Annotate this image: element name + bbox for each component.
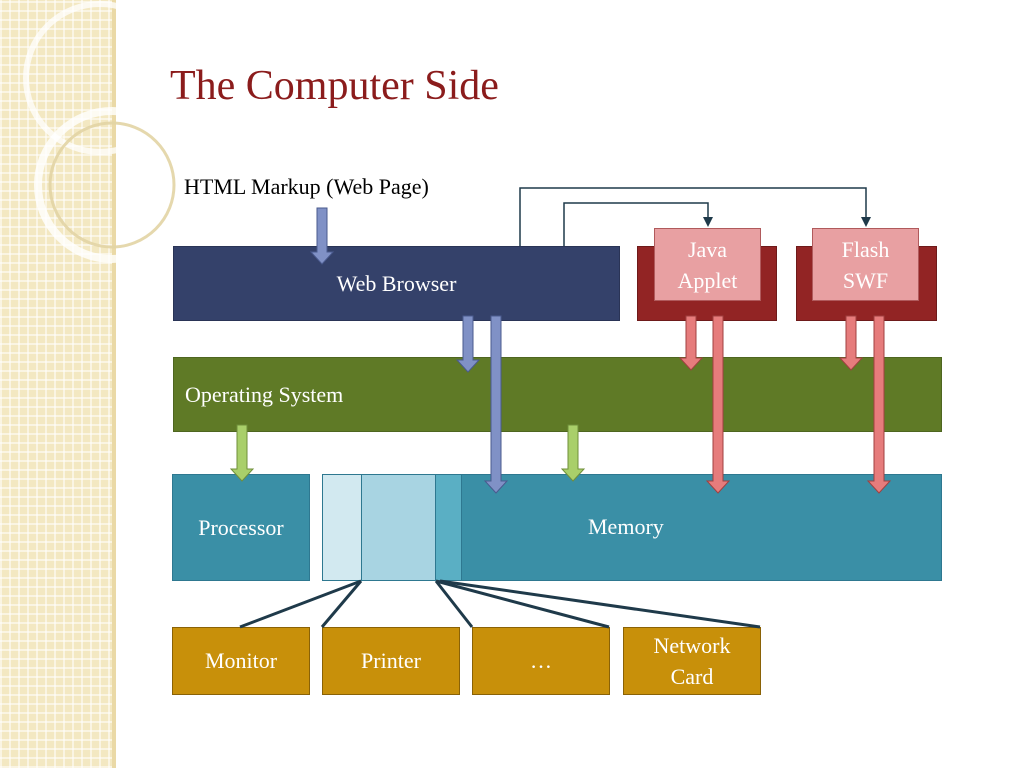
device-network-card: Network Card bbox=[623, 627, 761, 695]
arrow-java-to-os bbox=[678, 315, 704, 371]
device-printer: Printer bbox=[322, 627, 460, 695]
printer-label: Printer bbox=[361, 648, 421, 673]
arrow-browser-to-os bbox=[455, 315, 481, 373]
java-label-line2: Applet bbox=[677, 267, 738, 293]
processor-block: Processor bbox=[172, 474, 310, 581]
memory-segment-3 bbox=[435, 474, 462, 581]
arrow-os-to-memory bbox=[560, 424, 586, 482]
java-applet-block: Java Applet bbox=[654, 228, 761, 301]
connector-printer bbox=[320, 580, 363, 628]
flash-label-line2: SWF bbox=[842, 267, 889, 293]
device-monitor: Monitor bbox=[172, 627, 310, 695]
page-title: The Computer Side bbox=[170, 63, 499, 109]
java-label-line1: Java bbox=[687, 236, 728, 262]
arrow-markup-to-browser bbox=[309, 207, 335, 265]
connector-browser-to-flash bbox=[519, 187, 867, 246]
arrow-flash-to-memory bbox=[866, 315, 892, 494]
arrow-flash-to-os bbox=[838, 315, 864, 371]
connector-monitor bbox=[239, 579, 362, 629]
connector-browser-to-java bbox=[563, 202, 709, 246]
memory-label: Memory bbox=[588, 514, 664, 539]
html-markup-label: HTML Markup (Web Page) bbox=[184, 174, 429, 199]
decorative-sidebar bbox=[0, 0, 112, 768]
flash-label-line1: Flash bbox=[841, 236, 890, 262]
connector-network-1 bbox=[435, 579, 610, 629]
processor-label: Processor bbox=[198, 514, 284, 540]
monitor-label: Monitor bbox=[204, 648, 278, 673]
device-ellipsis: … bbox=[472, 627, 610, 695]
sidebar-divider bbox=[112, 0, 116, 768]
network-label-line1: Network bbox=[653, 633, 731, 658]
connector-head-flash bbox=[861, 217, 871, 227]
arrow-os-to-processor bbox=[229, 424, 255, 482]
connector-network-2 bbox=[439, 579, 761, 629]
operating-system-block: Operating System bbox=[173, 357, 942, 432]
connector-ellipsis bbox=[434, 580, 474, 628]
memory-segment-2 bbox=[361, 474, 436, 581]
network-label-line2: Card bbox=[670, 664, 714, 689]
connector-head-java bbox=[703, 217, 713, 227]
ellipsis-label: … bbox=[530, 648, 552, 673]
arrow-browser-to-memory bbox=[483, 315, 509, 494]
operating-system-label: Operating System bbox=[185, 381, 344, 407]
flash-swf-block: Flash SWF bbox=[812, 228, 919, 301]
memory-segment-1 bbox=[322, 474, 362, 581]
web-browser-label: Web Browser bbox=[336, 270, 457, 296]
arrow-java-to-memory bbox=[705, 315, 731, 494]
web-browser-block: Web Browser bbox=[173, 246, 620, 321]
